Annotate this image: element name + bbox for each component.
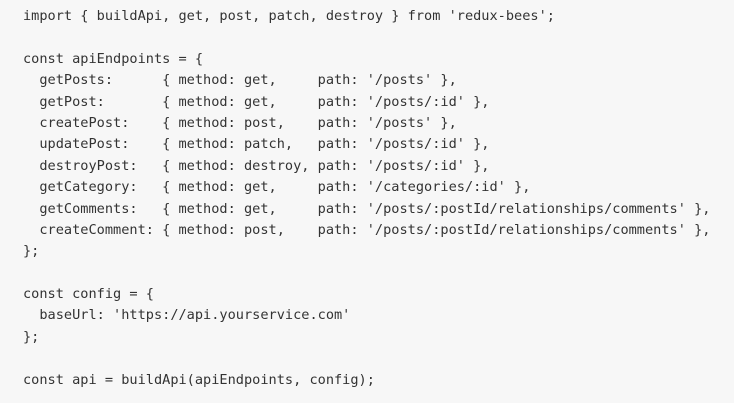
code-line-config-close: }; [23,328,40,345]
code-line-blank [23,263,734,284]
code-line-get-category: getCategory: { method: get, path: '/cate… [23,179,531,196]
code-line-create-comment: createComment: { method: post, path: '/p… [23,221,711,238]
code-line-update-post: updatePost: { method: patch, path: '/pos… [23,136,490,153]
code-line-get-comments: getComments: { method: get, path: '/post… [23,200,711,217]
code-line-get-posts: getPosts: { method: get, path: '/posts' … [23,72,457,89]
code-line-blank [23,27,734,48]
code-line-base-url: baseUrl: 'https://api.yourservice.com' [23,307,351,324]
code-line-api-endpoints-close: }; [23,243,40,260]
code-line-destroy-post: destroyPost: { method: destroy, path: '/… [23,157,490,174]
code-line-blank [23,348,734,369]
code-line-config-open: const config = { [23,286,154,303]
code-line-create-post: createPost: { method: post, path: '/post… [23,114,457,131]
code-line-import: import { buildApi, get, post, patch, des… [23,8,555,24]
code-line-get-post: getPost: { method: get, path: '/posts/:i… [23,93,490,110]
code-line-api-endpoints-open: const apiEndpoints = { [23,50,204,67]
code-line-build-api: const api = buildApi(apiEndpoints, confi… [23,371,375,388]
